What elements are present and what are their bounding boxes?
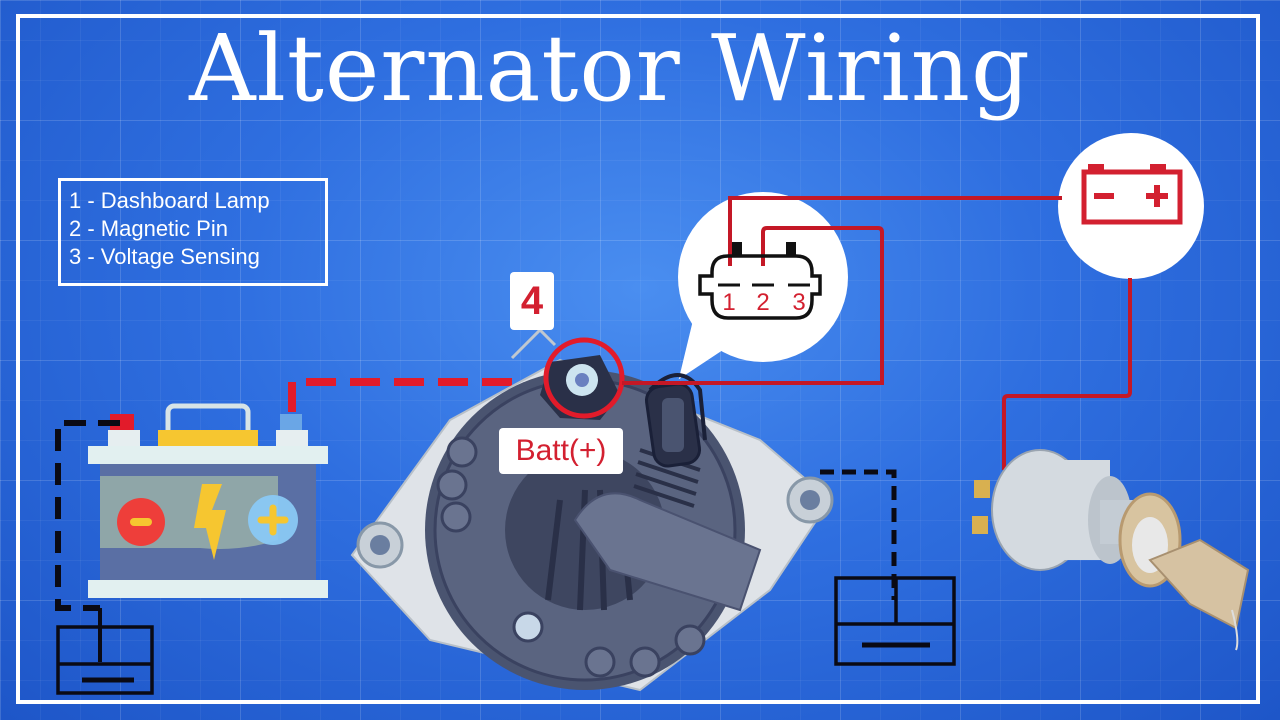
ground-symbol-right [834, 576, 956, 666]
pin-label-2: 2 [756, 289, 769, 316]
ground-wire-left [55, 420, 120, 611]
pin-label-1: 1 [722, 289, 735, 316]
pin-label-3: 3 [792, 289, 805, 316]
connector-plug-icon [698, 242, 822, 320]
ignition-switch [972, 449, 1250, 651]
magnetic-pin-wire [622, 226, 884, 385]
legend-item-1: 1 - Dashboard Lamp [69, 188, 270, 213]
alternator [350, 327, 834, 692]
ground-symbol-left [56, 625, 154, 695]
batt-positive-wire [288, 378, 545, 412]
page-title: Alternator Wiring [189, 15, 1031, 122]
batt-terminal-highlight [543, 337, 625, 419]
dashboard-lamp-wire [728, 196, 1062, 266]
batt-terminal-label: Batt(+) [499, 428, 623, 474]
battery-warning-icon [1081, 164, 1183, 225]
battery-icon [88, 403, 328, 598]
border-frame [16, 14, 1260, 704]
legend-item-3: 3 - Voltage Sensing [69, 244, 260, 269]
ignition-wire [1002, 278, 1132, 470]
pin-legend: 1 - Dashboard Lamp 2 - Magnetic Pin 3 - … [58, 178, 328, 286]
ground-wire-right [820, 469, 897, 600]
terminal-number-label: 4 [510, 272, 554, 330]
legend-item-2: 2 - Magnetic Pin [69, 216, 228, 241]
